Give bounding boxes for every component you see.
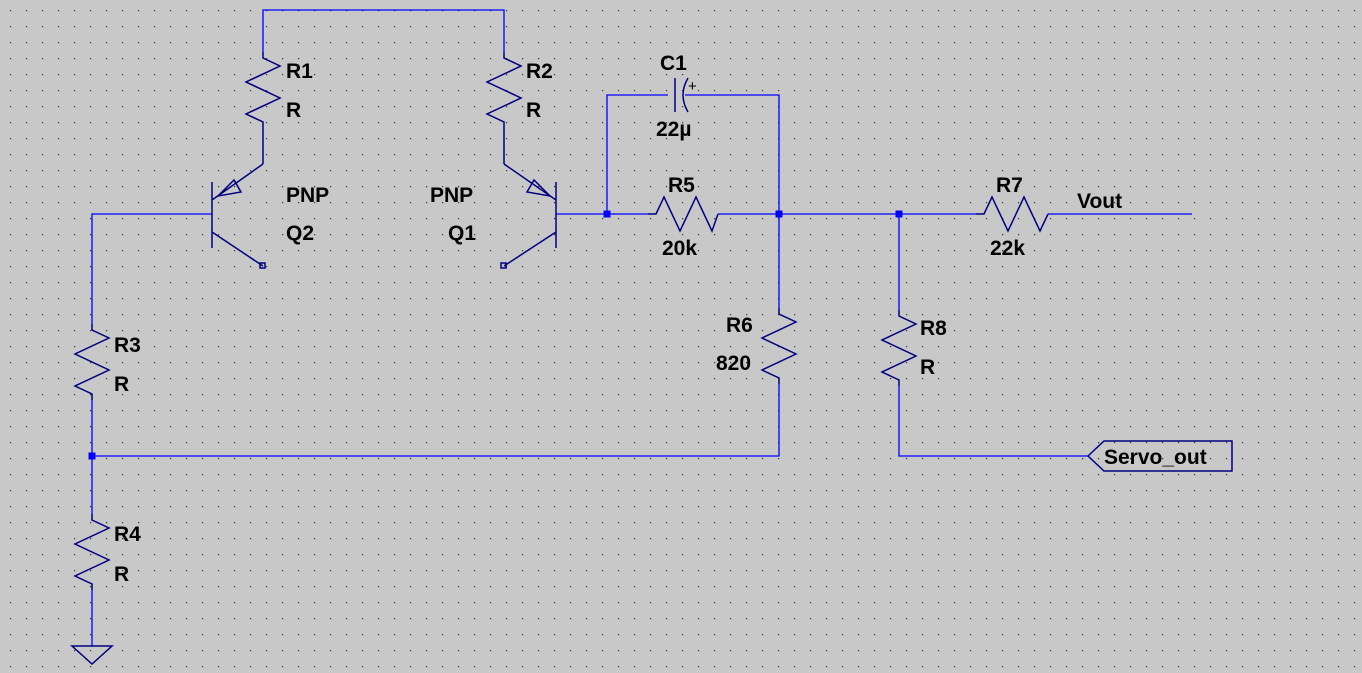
resistor-r1[interactable]: R1 R <box>244 52 313 164</box>
net-port-servo-out[interactable]: Servo_out <box>1086 440 1233 472</box>
resistor-r2-value: R <box>526 99 541 122</box>
resistor-r7-value: 22k <box>990 237 1025 260</box>
q1-collector-pin <box>500 262 507 269</box>
resistor-r2[interactable]: R2 R <box>485 52 553 164</box>
resistor-r6-name: R6 <box>726 314 753 337</box>
capacitor-c1-value: 22µ <box>656 118 691 141</box>
wires <box>91 9 1192 646</box>
q2-collector-pin <box>259 262 266 269</box>
resistor-r3-name: R3 <box>114 334 141 357</box>
transistor-q2-type: PNP <box>286 184 329 207</box>
capacitor-c1-polarity: + <box>688 78 697 95</box>
resistor-r5-name: R5 <box>668 174 695 197</box>
transistor-q2[interactable]: PNP Q2 <box>211 163 329 269</box>
resistor-r5[interactable]: R5 20k <box>648 174 719 260</box>
resistor-r7[interactable]: R7 22k <box>976 174 1049 260</box>
junction-dot <box>88 452 96 460</box>
ground-icon[interactable] <box>70 645 114 666</box>
transistor-q1[interactable]: PNP Q1 <box>430 163 557 269</box>
junctions <box>88 210 903 460</box>
net-label-vout: Vout <box>1077 190 1122 213</box>
junction-dot <box>895 210 903 218</box>
resistor-r1-value: R <box>286 99 301 122</box>
resistor-r8-name: R8 <box>920 317 947 340</box>
wire-c1-right[interactable] <box>685 94 780 214</box>
capacitor-c1-name: C1 <box>660 52 687 75</box>
wire-c1-left[interactable] <box>606 94 668 214</box>
resistor-r6[interactable]: R6 820 <box>716 308 798 384</box>
resistor-r3[interactable]: R3 R <box>73 324 141 400</box>
junction-dot <box>775 210 783 218</box>
wire-r6-feedback[interactable] <box>92 384 780 457</box>
wire-r8-servo[interactable] <box>898 386 1088 457</box>
capacitor-c1[interactable]: + C1 22µ <box>656 52 697 141</box>
resistor-r5-value: 20k <box>662 237 697 260</box>
resistor-r8[interactable]: R8 R <box>880 310 947 386</box>
transistor-q1-name: Q1 <box>448 222 476 245</box>
resistor-r4-name: R4 <box>114 523 141 546</box>
resistor-r4[interactable]: R4 R <box>73 514 141 590</box>
resistor-r7-name: R7 <box>996 174 1023 197</box>
resistor-r1-name: R1 <box>286 60 313 83</box>
resistor-r4-value: R <box>114 563 129 586</box>
transistor-q2-name: Q2 <box>286 222 314 245</box>
junction-dot <box>603 210 611 218</box>
resistor-r3-value: R <box>114 373 129 396</box>
resistor-r8-value: R <box>920 356 935 379</box>
wire-q2-base-r3[interactable] <box>91 213 212 324</box>
resistor-r2-name: R2 <box>526 60 553 83</box>
net-port-servo-out-label: Servo_out <box>1104 446 1207 469</box>
transistor-q1-type: PNP <box>430 184 473 207</box>
wire-top-rail[interactable] <box>262 9 505 52</box>
resistor-r6-value: 820 <box>716 352 751 375</box>
